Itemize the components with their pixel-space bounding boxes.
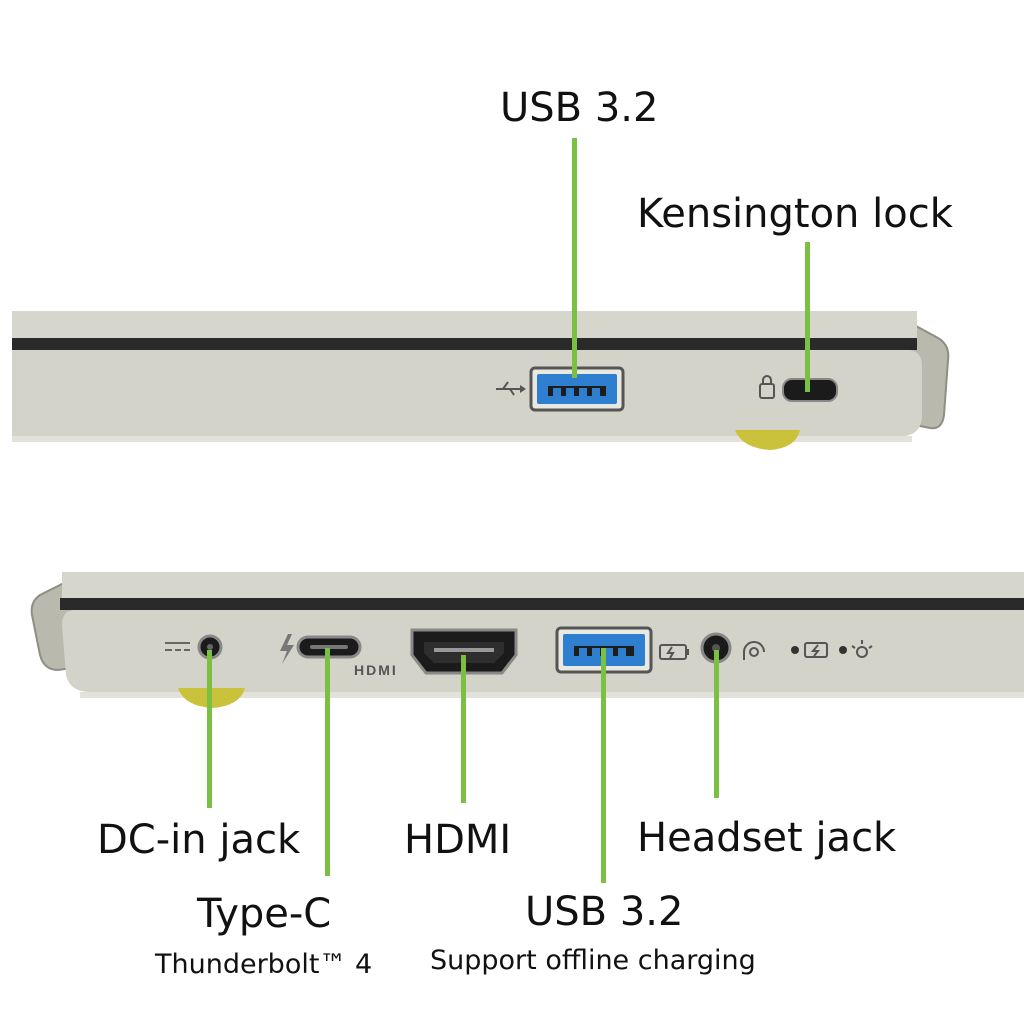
callout-line-headset [714,650,719,798]
headset-icon [743,641,765,660]
callout-line-type-c [325,648,330,876]
kensington-slot [782,378,838,402]
lock-icon [759,375,775,399]
callout-line-usb-right [572,138,577,378]
usb-icon [496,381,526,396]
label-offline-charging: Support offline charging [430,945,756,976]
dc-power-icon [165,642,190,651]
callout-line-usb-left [601,648,606,883]
label-type-c: Type-C [197,891,332,937]
callout-line-kensington [805,242,810,392]
label-hdmi: HDMI [404,817,512,863]
label-thunderbolt: Thunderbolt™ 4 [155,949,373,980]
usb-charging-icon [659,644,689,660]
label-dc-in: DC-in jack [97,817,301,863]
battery-led-icon [804,642,828,658]
thunderbolt-icon [280,634,294,664]
callout-line-hdmi [461,655,466,803]
power-led-icon [851,640,873,658]
label-headset: Headset jack [637,815,897,861]
label-usb-right: USB 3.2 [500,85,659,131]
callout-line-dc-in [207,650,212,808]
usb-port-right [529,366,625,412]
label-kensington: Kensington lock [637,191,953,237]
hdmi-logo: HDMI [354,662,398,678]
label-usb-left: USB 3.2 [525,889,684,935]
